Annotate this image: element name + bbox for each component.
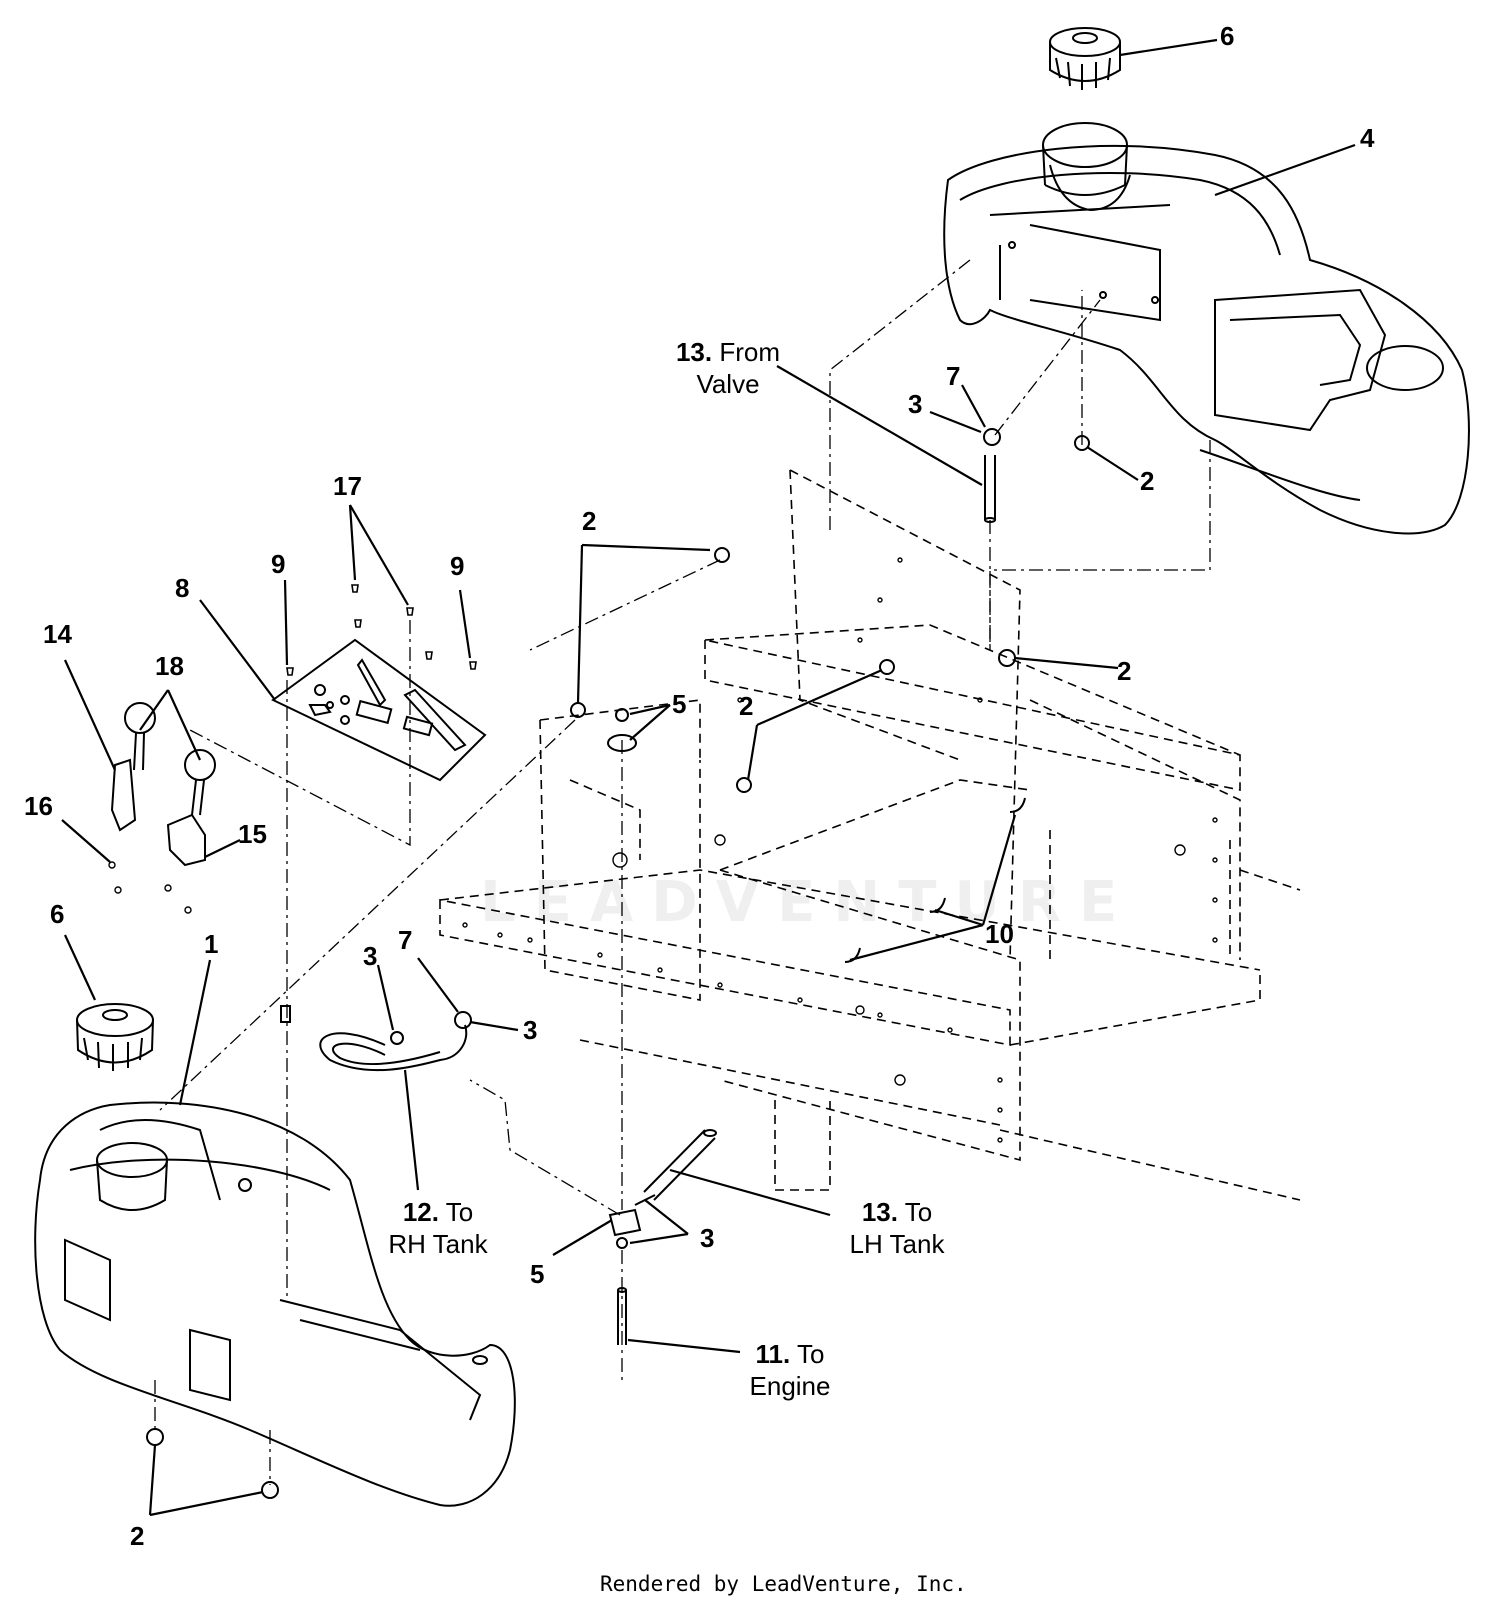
callout-2-right: 2: [1117, 656, 1132, 686]
rh-fuel-tank: [943, 122, 1470, 535]
callout-2-frame-top: 2: [582, 506, 597, 536]
control-levers: [110, 702, 216, 867]
callout-9-left: 9: [271, 549, 286, 579]
render-credit: Rendered by LeadVenture, Inc.: [600, 1572, 967, 1596]
callout-1: 1: [204, 929, 219, 959]
leader-lines: [61, 38, 1356, 1517]
lh-fuel-tank: [34, 1101, 516, 1507]
callout-14: 14: [43, 619, 72, 649]
callout-6-top: 6: [1220, 21, 1235, 51]
callout-3-valve: 3: [700, 1223, 715, 1253]
chassis-frame: [439, 469, 1301, 1201]
fuel-cap-left: [76, 1003, 154, 1071]
callout-3-hose: 3: [363, 941, 378, 971]
callout-5-top: 5: [672, 689, 687, 719]
assembly-lines: [154, 259, 1211, 1485]
callout-6-left: 6: [50, 899, 65, 929]
callout-7-top: 7: [946, 361, 961, 391]
hose-from-valve: [984, 455, 996, 523]
callout-7-hose: 7: [398, 925, 413, 955]
callout-18: 18: [155, 651, 184, 681]
callout-16: 16: [24, 791, 53, 821]
lever-nuts: [108, 861, 192, 914]
callout-8: 8: [175, 573, 190, 603]
fuel-tee-valve: [608, 1129, 717, 1345]
hose-to-rh-tank: [319, 1011, 472, 1072]
callout-4: 4: [1360, 123, 1375, 153]
callout-5-valve: 5: [530, 1259, 545, 1289]
callout-10: 10: [985, 919, 1014, 949]
frame-holes: [462, 557, 1218, 1143]
callout-3-hose-right: 3: [523, 1015, 538, 1045]
callout-3-top: 3: [908, 389, 923, 419]
fuel-cap-top: [1049, 27, 1121, 90]
callout-2-mid: 2: [739, 691, 754, 721]
panel-screws: [286, 584, 477, 676]
callout-15: 15: [238, 819, 267, 849]
control-panel-plate: [271, 638, 487, 782]
callout-2-bottom: 2: [130, 1521, 145, 1551]
callout-9-right: 9: [450, 551, 465, 581]
callout-2-tank: 2: [1140, 466, 1155, 496]
watermark: LEADVENTURE: [480, 870, 1136, 935]
callout-17: 17: [333, 471, 362, 501]
